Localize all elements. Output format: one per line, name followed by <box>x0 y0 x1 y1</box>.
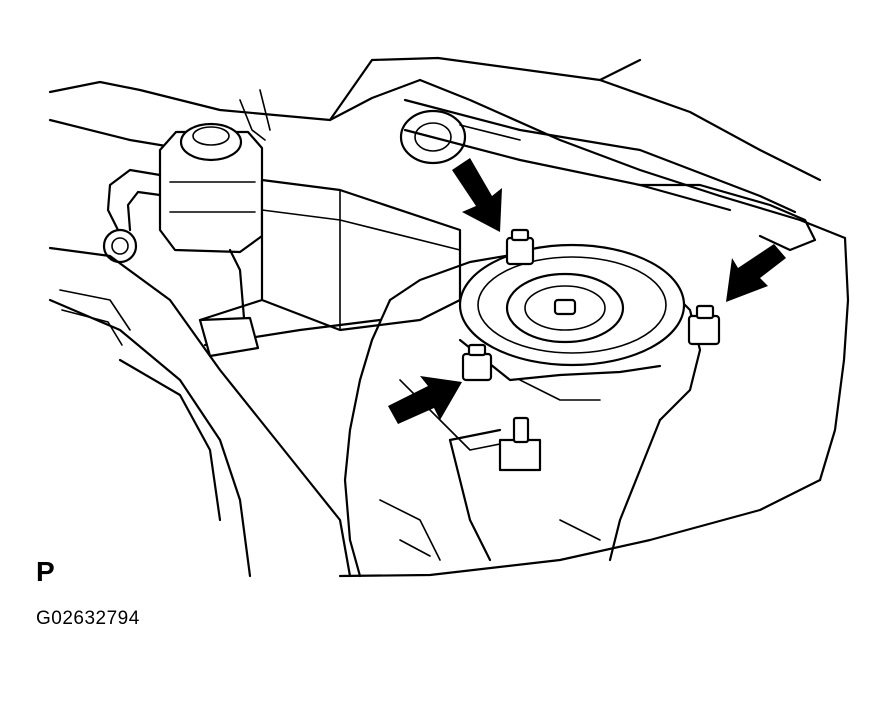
corner-letter: P <box>36 556 55 587</box>
callout-arrow <box>452 158 502 232</box>
strut-mount-nut <box>687 304 721 346</box>
cowl-panel <box>239 89 817 252</box>
master-cylinder-body <box>198 178 462 358</box>
strut-mount-nut <box>461 343 493 382</box>
lower-components <box>379 499 601 561</box>
left-housing <box>48 246 352 578</box>
fluid-reservoir <box>158 122 264 320</box>
strut-mount-plate <box>458 243 686 401</box>
fender-outline <box>48 56 850 578</box>
front-stud <box>448 416 542 562</box>
strut-mount-nut <box>505 228 535 266</box>
callout-arrow <box>726 244 786 302</box>
reservoir-hose <box>102 168 162 264</box>
callout-arrow <box>388 376 462 424</box>
figure-code: G02632794 <box>36 608 140 629</box>
